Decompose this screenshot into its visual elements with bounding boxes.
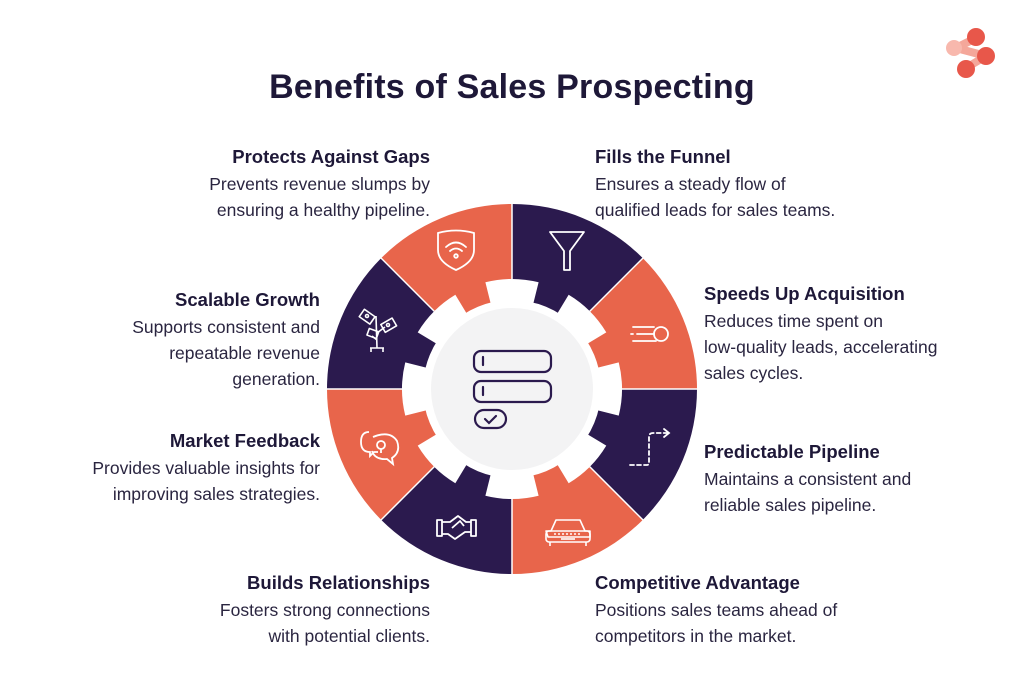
segment-left-lower	[327, 389, 450, 520]
benefit-description: Fosters strong connections with potentia…	[100, 597, 430, 649]
car-icon	[545, 519, 591, 546]
benefit-builds-relationships: Builds Relationships Fosters strong conn…	[100, 571, 430, 649]
description-line: qualified leads for sales teams.	[595, 200, 836, 220]
segment-divider	[589, 256, 645, 312]
description-line: Supports consistent and	[132, 317, 320, 337]
gear-notch	[401, 362, 428, 416]
segment-right-lower	[574, 389, 697, 520]
gear-notch	[485, 279, 539, 305]
gear-notch	[485, 473, 539, 500]
description-line: improving sales strategies.	[112, 484, 320, 504]
benefit-description: Positions sales teams ahead of competito…	[595, 597, 925, 649]
segment-bottom-right	[512, 451, 643, 574]
gear-notch	[417, 433, 468, 484]
benefit-market-feedback: Market Feedback Provides valuable insigh…	[0, 429, 320, 507]
description-line: Ensures a steady flow of	[595, 174, 786, 194]
gear-notch	[596, 362, 622, 416]
speed-ball-icon	[630, 326, 669, 342]
benefit-competitive-advantage: Competitive Advantage Positions sales te…	[595, 571, 925, 649]
description-line: Provides valuable insights for	[92, 458, 320, 478]
dashed-path-arrow-icon	[629, 428, 671, 466]
segment-top-right	[512, 204, 643, 327]
gear-notch	[556, 433, 607, 484]
page-title: Benefits of Sales Prospecting	[269, 68, 755, 106]
benefit-description: Prevents revenue slumps by ensuring a he…	[100, 171, 430, 223]
chat-bubbles-icon	[360, 431, 400, 467]
segment-divider	[379, 466, 435, 522]
description-line: Reduces time spent on	[704, 311, 883, 331]
benefit-description: Provides valuable insights for improving…	[0, 455, 320, 507]
center-circle	[431, 308, 593, 470]
description-line: reliable sales pipeline.	[704, 495, 877, 515]
description-line: Fosters strong connections	[219, 600, 430, 620]
description-line: competitors in the market.	[595, 626, 797, 646]
benefit-fills-the-funnel: Fills the Funnel Ensures a steady flow o…	[595, 145, 925, 223]
benefit-description: Maintains a consistent and reliable sale…	[704, 466, 1024, 518]
gear-notch	[556, 294, 607, 345]
gear-notch	[417, 294, 468, 345]
benefit-description: Supports consistent and repeatable reven…	[0, 314, 320, 392]
segment-divider	[589, 466, 645, 522]
benefit-description: Ensures a steady flow of qualified leads…	[595, 171, 925, 223]
form-checklist-icon	[472, 349, 553, 430]
description-line: Maintains a consistent and	[704, 469, 912, 489]
benefit-protects-against-gaps: Protects Against Gaps Prevents revenue s…	[100, 145, 430, 223]
benefit-heading: Protects Against Gaps	[232, 146, 430, 167]
description-line: Prevents revenue slumps by	[209, 174, 430, 194]
description-line: Positions sales teams ahead of	[595, 600, 838, 620]
benefit-heading: Fills the Funnel	[595, 146, 731, 167]
benefit-heading: Speeds Up Acquisition	[704, 283, 905, 304]
benefit-predictable-pipeline: Predictable Pipeline Maintains a consist…	[704, 440, 1024, 518]
funnel-icon	[549, 231, 585, 271]
description-line: sales cycles.	[704, 363, 804, 383]
benefit-heading: Market Feedback	[169, 430, 320, 451]
segment-bottom-left	[381, 451, 512, 575]
description-line: generation.	[232, 369, 320, 389]
description-line: low-quality leads, accelerating	[704, 337, 938, 357]
segment-right-upper	[574, 258, 697, 389]
handshake-icon	[436, 515, 477, 540]
benefit-heading: Scalable Growth	[175, 289, 320, 310]
money-plant-icon	[358, 308, 398, 352]
benefit-heading: Predictable Pipeline	[704, 441, 880, 462]
benefit-heading: Builds Relationships	[247, 572, 430, 593]
description-line: ensuring a healthy pipeline.	[216, 200, 430, 220]
description-line: repeatable revenue	[169, 343, 320, 363]
shield-signal-icon	[437, 229, 475, 271]
benefit-scalable-growth: Scalable Growth Supports consistent and …	[0, 288, 320, 392]
benefit-speeds-up-acquisition: Speeds Up Acquisition Reduces time spent…	[704, 282, 1024, 386]
benefit-description: Reduces time spent on low-quality leads,…	[704, 308, 1024, 386]
benefit-heading: Competitive Advantage	[595, 572, 800, 593]
segment-divider	[379, 256, 435, 312]
description-line: with potential clients.	[268, 626, 430, 646]
connected-dots-logo-icon	[946, 28, 995, 78]
